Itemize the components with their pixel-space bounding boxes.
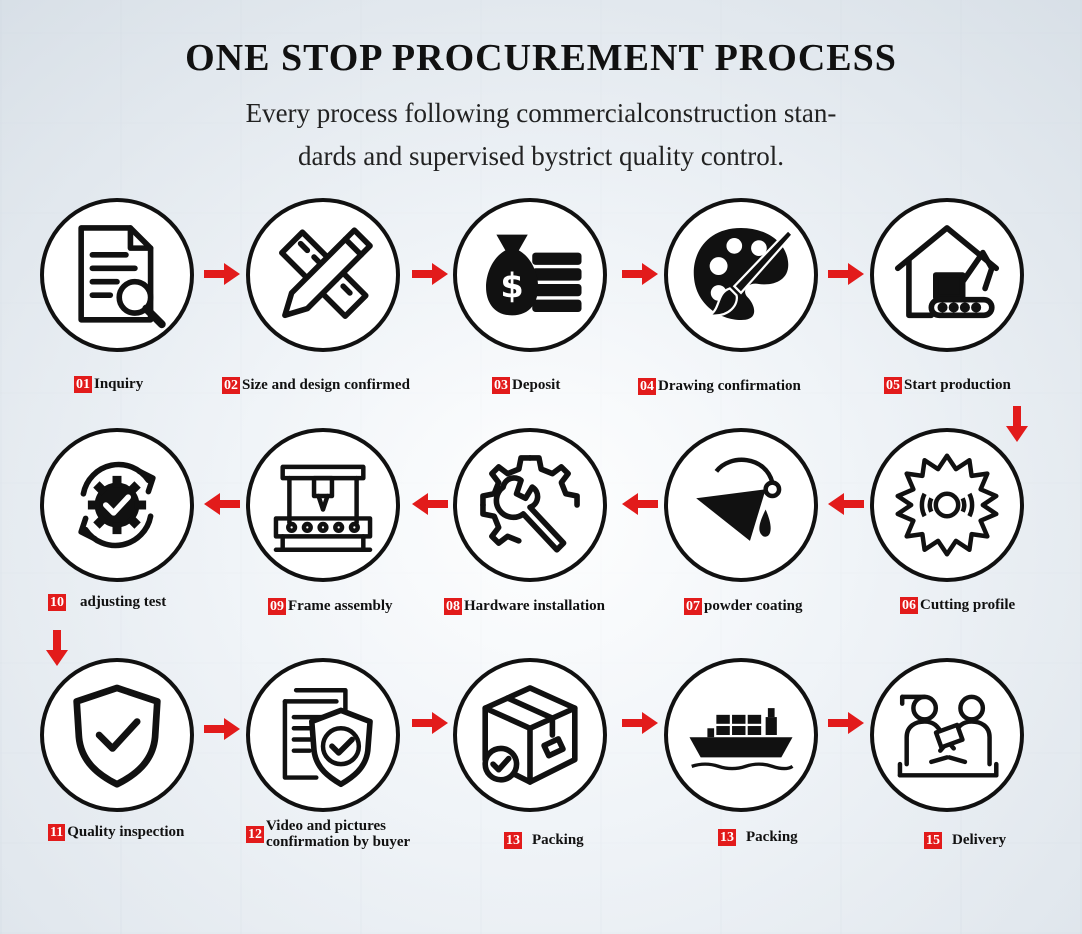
shield-check-icon	[73, 684, 161, 788]
arrow-right-icon	[828, 263, 864, 285]
factory-crane-icon	[894, 225, 1000, 319]
step-06-circle	[870, 428, 1024, 582]
cargo-ship-icon	[689, 708, 794, 771]
step-12-circle	[246, 658, 400, 812]
arrow-left-icon	[622, 493, 658, 515]
step-08-circle	[453, 428, 607, 582]
arrow-right-icon	[412, 263, 448, 285]
page-title: ONE STOP PROCUREMENT PROCESS	[185, 37, 897, 79]
step-03-circle: $	[453, 198, 607, 352]
step-07-circle	[664, 428, 818, 582]
step-02-circle	[246, 198, 400, 352]
arrow-left-icon	[204, 493, 240, 515]
step-09-circle	[246, 428, 400, 582]
step-14-circle	[664, 658, 818, 812]
arrow-left-icon	[412, 493, 448, 515]
step-01-circle	[40, 198, 194, 352]
money-bag-icon: $	[486, 234, 582, 316]
arrow-right-icon	[828, 712, 864, 734]
palette-icon	[693, 227, 795, 321]
arrow-right-icon	[412, 712, 448, 734]
step-04-circle	[664, 198, 818, 352]
document-search-icon	[78, 225, 166, 329]
arrow-right-icon	[204, 718, 240, 740]
step-05-circle	[870, 198, 1024, 352]
assembly-machine-icon	[273, 464, 373, 553]
arrow-down-icon	[46, 630, 68, 666]
arrow-right-icon	[204, 263, 240, 285]
arrow-down-icon	[1006, 406, 1028, 442]
document-check-icon	[282, 687, 373, 788]
step-13-circle	[453, 658, 607, 812]
subtitle-line-2: dards and supervised bystrict quality co…	[298, 141, 784, 171]
arrow-left-icon	[828, 493, 864, 515]
svg-text:$: $	[500, 266, 523, 305]
saw-blade-icon	[895, 453, 999, 557]
delivery-handshake-icon	[897, 694, 999, 778]
step-10-circle	[40, 428, 194, 582]
paint-bucket-icon	[696, 457, 782, 541]
box-check-icon	[482, 685, 578, 785]
step-11-circle	[40, 658, 194, 812]
step-15-circle	[870, 658, 1024, 812]
subtitle-line-1: Every process following commercialconstr…	[245, 98, 837, 128]
ruler-pencil-icon	[279, 227, 373, 319]
arrow-right-icon	[622, 263, 658, 285]
wrench-gear-icon	[480, 455, 580, 553]
gear-refresh-icon	[78, 461, 156, 549]
arrow-right-icon	[622, 712, 658, 734]
